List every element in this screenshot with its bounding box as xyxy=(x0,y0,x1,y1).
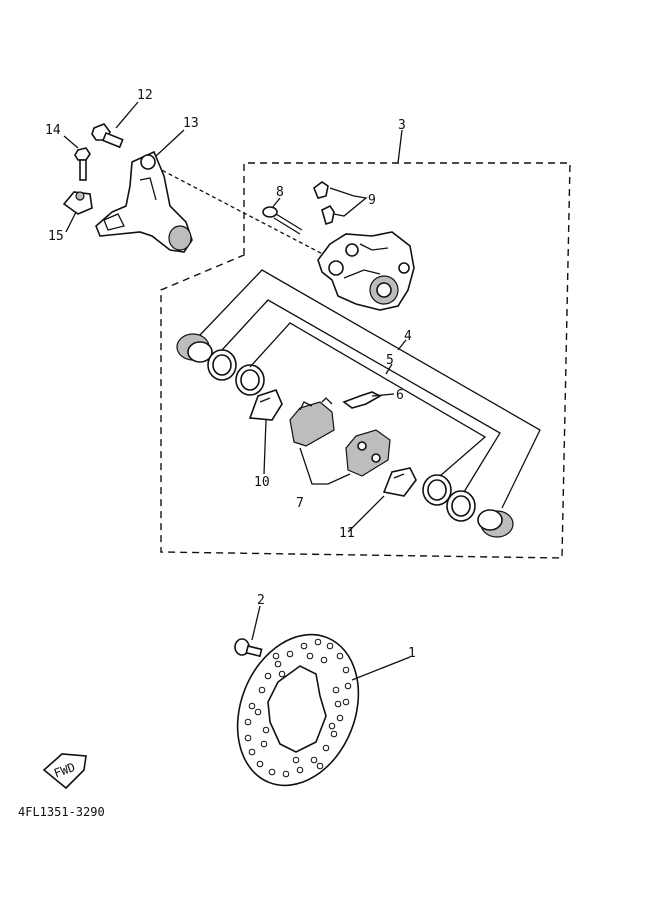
disc-hole xyxy=(244,718,252,726)
fwd-label: FWD xyxy=(52,760,77,781)
disc-hole xyxy=(342,698,350,706)
leader-lines xyxy=(63,101,411,681)
disc-hole xyxy=(334,700,342,708)
piston-left xyxy=(176,333,213,363)
disc-hole xyxy=(244,734,252,742)
disc-hole xyxy=(320,656,328,664)
disc-hole xyxy=(286,650,294,658)
callout-14: 14 xyxy=(45,123,61,138)
brake-pad-left xyxy=(289,397,335,447)
callout-15: 15 xyxy=(48,229,64,244)
brake-pad-right xyxy=(345,429,391,477)
disc-hole xyxy=(296,766,304,774)
disc-hole xyxy=(258,686,266,694)
bleed-screws xyxy=(313,181,335,226)
forward-arrow-icon: FWD xyxy=(42,753,87,790)
disc-hole xyxy=(278,670,286,678)
callout-1: 1 xyxy=(408,646,416,661)
seal-right-1 xyxy=(422,474,452,506)
callout-5: 5 xyxy=(386,353,394,368)
callout-3: 3 xyxy=(398,118,406,133)
small-bolt xyxy=(74,147,91,181)
callout-7: 7 xyxy=(296,496,304,511)
disc-hole xyxy=(248,748,256,756)
disc-hole xyxy=(328,722,336,730)
disc-hole xyxy=(282,770,290,778)
disc-hole xyxy=(342,666,350,674)
disc-hole xyxy=(272,652,280,660)
bracket-bolt xyxy=(91,123,124,149)
callout-12: 12 xyxy=(137,88,153,103)
disc-hole xyxy=(260,740,268,748)
group-line-5b xyxy=(249,322,487,477)
disc-hole xyxy=(316,762,324,770)
seal-left-1 xyxy=(207,349,237,381)
disc-hole xyxy=(248,702,256,710)
disc-hole xyxy=(300,642,308,650)
disc-bolt xyxy=(234,638,263,658)
brake-disc xyxy=(236,633,360,787)
disc-hole xyxy=(254,708,262,716)
disc-hole xyxy=(292,756,300,764)
callout-8: 8 xyxy=(276,185,284,200)
disc-hole xyxy=(344,682,352,690)
group-line-4 xyxy=(199,269,541,509)
callout-6: 6 xyxy=(396,388,404,403)
disc-hole xyxy=(314,638,322,646)
disc-hole xyxy=(332,686,340,694)
callout-4: 4 xyxy=(404,329,412,344)
callout-2: 2 xyxy=(257,593,265,608)
caliper-pin xyxy=(262,206,303,235)
callout-9: 9 xyxy=(368,193,376,208)
disc-hole xyxy=(336,714,344,722)
disc-hole xyxy=(310,756,318,764)
pad-spring xyxy=(342,391,382,409)
seal-left-2 xyxy=(235,364,265,396)
disc-hole xyxy=(322,744,330,752)
seal-right-2 xyxy=(446,490,476,522)
callout-11: 11 xyxy=(339,526,355,541)
disc-hole xyxy=(268,768,276,776)
disc-hole xyxy=(264,672,272,680)
caliper-assembly-boundary xyxy=(160,162,571,559)
disc-hole xyxy=(274,660,282,668)
disc-hole xyxy=(336,652,344,660)
caliper-bracket xyxy=(95,150,193,253)
pad-group-line xyxy=(299,447,351,485)
callout-13: 13 xyxy=(183,116,199,131)
callout-10: 10 xyxy=(254,475,270,490)
disc-hole xyxy=(256,760,264,768)
caliper-body xyxy=(317,231,415,311)
disc-hole xyxy=(330,730,338,738)
alignment-line xyxy=(149,163,339,263)
disc-hole xyxy=(262,726,270,734)
group-line-5 xyxy=(221,299,501,493)
retainer-nut xyxy=(62,191,93,215)
piston-right xyxy=(477,509,514,538)
disc-hole xyxy=(306,652,314,660)
diagram-code: 4FL1351-3290 xyxy=(18,805,105,819)
pad-support-right xyxy=(382,467,417,497)
pad-support-left xyxy=(248,389,283,421)
disc-hole xyxy=(326,642,334,650)
